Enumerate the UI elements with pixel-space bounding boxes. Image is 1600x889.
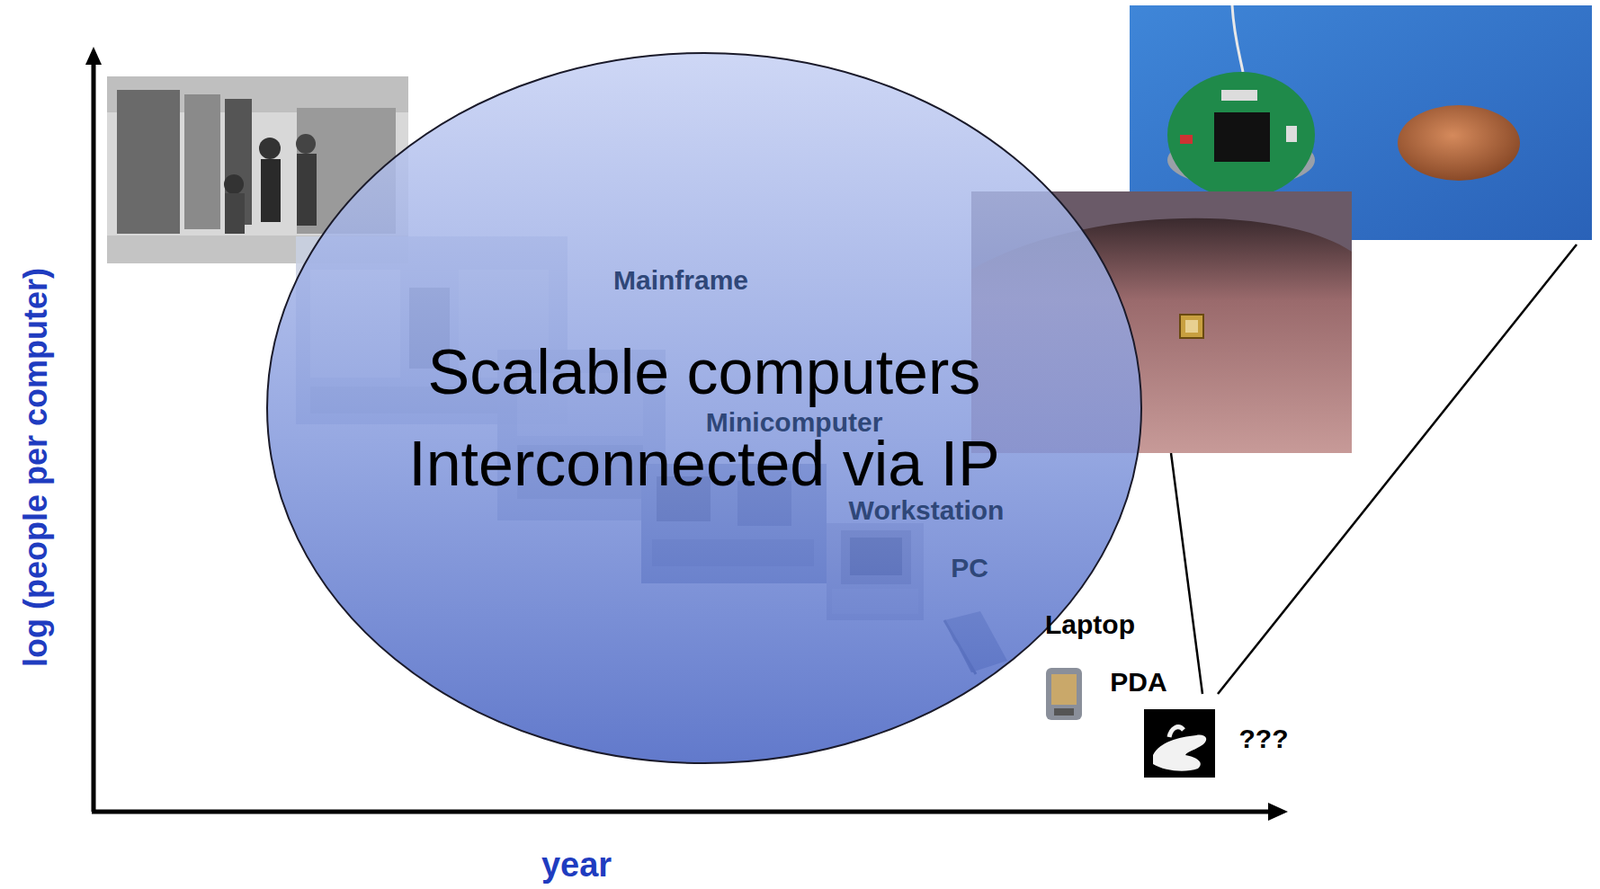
era-label: PDA (1109, 667, 1167, 698)
region-title: Scalable computers Interconnected via IP (362, 326, 1046, 510)
era-label: Laptop (1045, 609, 1136, 641)
era-label: Workstation (849, 495, 1005, 527)
axis-label: log (people per computer) (17, 268, 55, 668)
ellipse-outline (265, 51, 1144, 766)
era-label: Minicomputer (706, 407, 884, 438)
ellipse-region: Scalable computers Interconnected via IP (265, 51, 1144, 766)
era-label: PC (950, 553, 989, 584)
hand-icon (1144, 709, 1216, 778)
axes (85, 46, 1288, 822)
era-label: Mainframe (613, 265, 749, 296)
era-label: ??? (1239, 724, 1289, 755)
axis-label: year (541, 846, 612, 885)
pda-icon (1045, 668, 1082, 721)
